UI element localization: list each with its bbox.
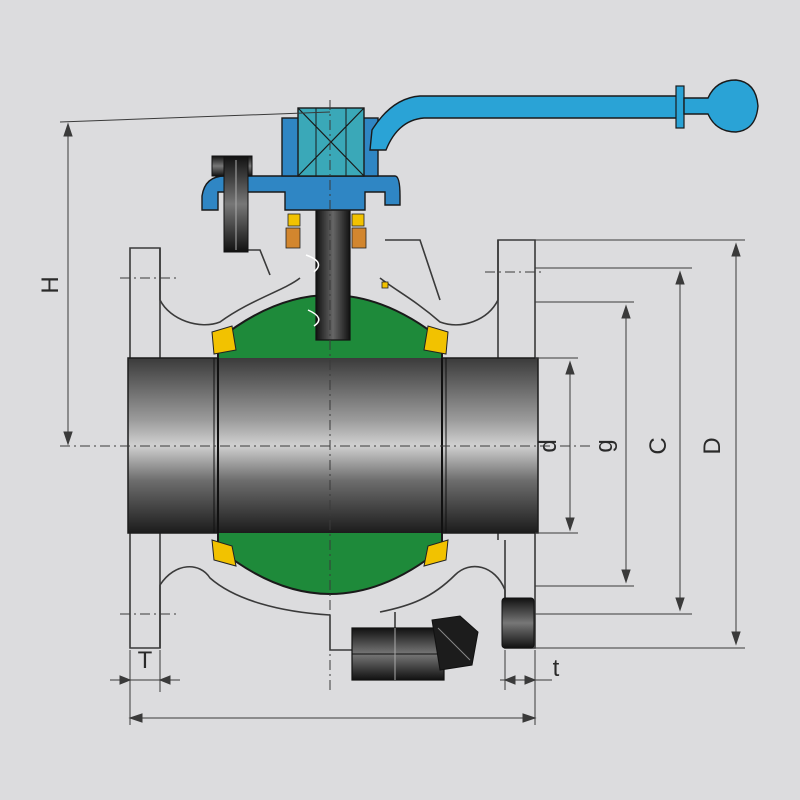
- label-D: D: [699, 437, 726, 454]
- label-C: C: [645, 437, 672, 454]
- bottom-bolt-icon: [351, 615, 479, 681]
- valve-seats: [211, 325, 449, 567]
- center-lines: [60, 100, 590, 690]
- stop-bolt-icon: [211, 155, 253, 253]
- label-t: t: [553, 655, 560, 682]
- label-g: g: [591, 439, 618, 452]
- dimension-lines: [59, 111, 745, 725]
- label-d: d: [535, 439, 562, 452]
- drain-plug-icon: [501, 597, 535, 649]
- valve-body-outline: [129, 239, 536, 651]
- stem-seal: [287, 213, 389, 289]
- gland-bracket: [201, 175, 401, 211]
- label-T: T: [138, 647, 153, 674]
- stem-packing: [285, 227, 367, 249]
- label-H: H: [37, 276, 64, 293]
- lever-handle-icon: [369, 95, 679, 151]
